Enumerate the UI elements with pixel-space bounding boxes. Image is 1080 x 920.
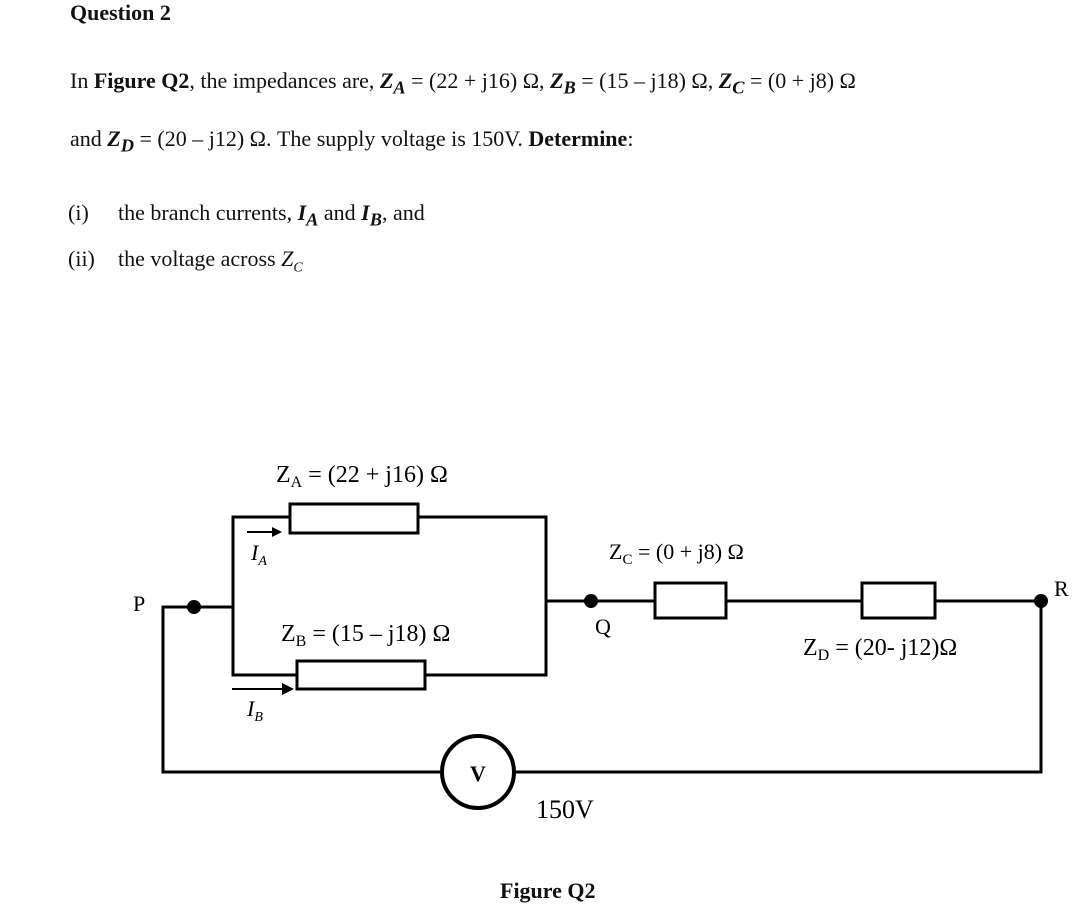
zc-value: = (0 + j8) Ω xyxy=(744,68,856,93)
ia-symbol: I xyxy=(297,200,307,225)
zd-value: = (20 – j12) Ω. The supply voltage is 15… xyxy=(133,126,529,152)
question-line-1: In Figure Q2, the impedances are, ZA = (… xyxy=(70,55,1060,113)
ib-figure-label: IB xyxy=(246,696,263,725)
node-q-dot xyxy=(584,594,598,608)
item-number: (ii) xyxy=(68,246,95,271)
current-arrow-b xyxy=(232,683,294,695)
resistor-zb xyxy=(295,659,427,691)
ia-figure-label: IA xyxy=(250,540,267,569)
zb-subscript: B xyxy=(563,77,576,98)
node-p-dot xyxy=(187,600,201,614)
voltmeter-label: V xyxy=(470,761,486,786)
node-p-label: P xyxy=(133,591,145,616)
question-line-2: and ZD = (20 – j12) Ω. The supply voltag… xyxy=(70,113,1060,171)
item-number: (i) xyxy=(68,200,89,225)
question-items: (i)the branch currents, IA and IB, and (… xyxy=(68,193,425,285)
voltmeter-icon xyxy=(440,734,516,810)
item-text: the voltage across xyxy=(118,246,282,271)
item-text: and xyxy=(318,200,362,225)
node-r-dot xyxy=(1034,594,1048,608)
wire-left-parallel xyxy=(231,515,297,677)
list-item: (i)the branch currents, IA and IB, and xyxy=(68,193,425,239)
text: , the impedances are, xyxy=(189,68,380,93)
zb-figure-label: ZB = (15 – j18) Ω xyxy=(281,621,450,650)
zd-figure-label: ZD = (20- j12)Ω xyxy=(803,635,957,664)
item-text: the branch currents, xyxy=(118,200,298,225)
resistor-za xyxy=(288,502,420,535)
zb-value: = (15 – j18) Ω, xyxy=(575,68,719,93)
list-item: (ii) the voltage across ZC xyxy=(68,239,425,285)
zb-symbol: Z xyxy=(550,68,564,93)
text: and xyxy=(70,126,108,152)
question-heading: Question 2 xyxy=(70,0,171,25)
resistor-zc xyxy=(653,581,728,620)
determine-label: Determine xyxy=(528,126,628,152)
figure-reference: Figure Q2 xyxy=(93,68,190,93)
za-figure-label: ZA = (22 + j16) Ω xyxy=(276,462,448,491)
zc-figure-label: ZC = (0 + j8) Ω xyxy=(609,539,744,568)
wire-right-parallel xyxy=(418,515,548,677)
za-subscript: A xyxy=(393,77,406,98)
wire-left-loop xyxy=(161,605,440,774)
current-arrow-a xyxy=(247,527,282,537)
ib-subscript: B xyxy=(369,209,382,230)
zc-subscript: C xyxy=(293,260,303,276)
wire-right-loop xyxy=(516,601,1043,774)
zd-symbol: Z xyxy=(107,126,121,152)
ia-subscript: A xyxy=(306,209,319,230)
figure-caption: Figure Q2 xyxy=(500,878,596,903)
za-symbol: Z xyxy=(379,68,394,93)
zc-symbol: Z xyxy=(718,68,733,93)
zc-symbol: Z xyxy=(281,246,294,271)
question-paragraph: In Figure Q2, the impedances are, ZA = (… xyxy=(70,55,1060,172)
ib-symbol: I xyxy=(361,200,370,225)
node-r-label: R xyxy=(1054,576,1069,601)
zc-subscript: C xyxy=(732,77,745,98)
zd-subscript: D xyxy=(120,135,134,156)
impedance-boxes xyxy=(288,502,937,691)
circuit-wires xyxy=(161,515,1043,774)
colon: : xyxy=(627,126,634,152)
node-q-label: Q xyxy=(595,614,611,639)
text: In xyxy=(70,68,94,93)
resistor-zd xyxy=(860,581,937,620)
supply-voltage-label: 150V xyxy=(536,795,594,824)
item-text: , and xyxy=(381,200,425,225)
za-value: = (22 + j16) Ω, xyxy=(405,68,551,93)
